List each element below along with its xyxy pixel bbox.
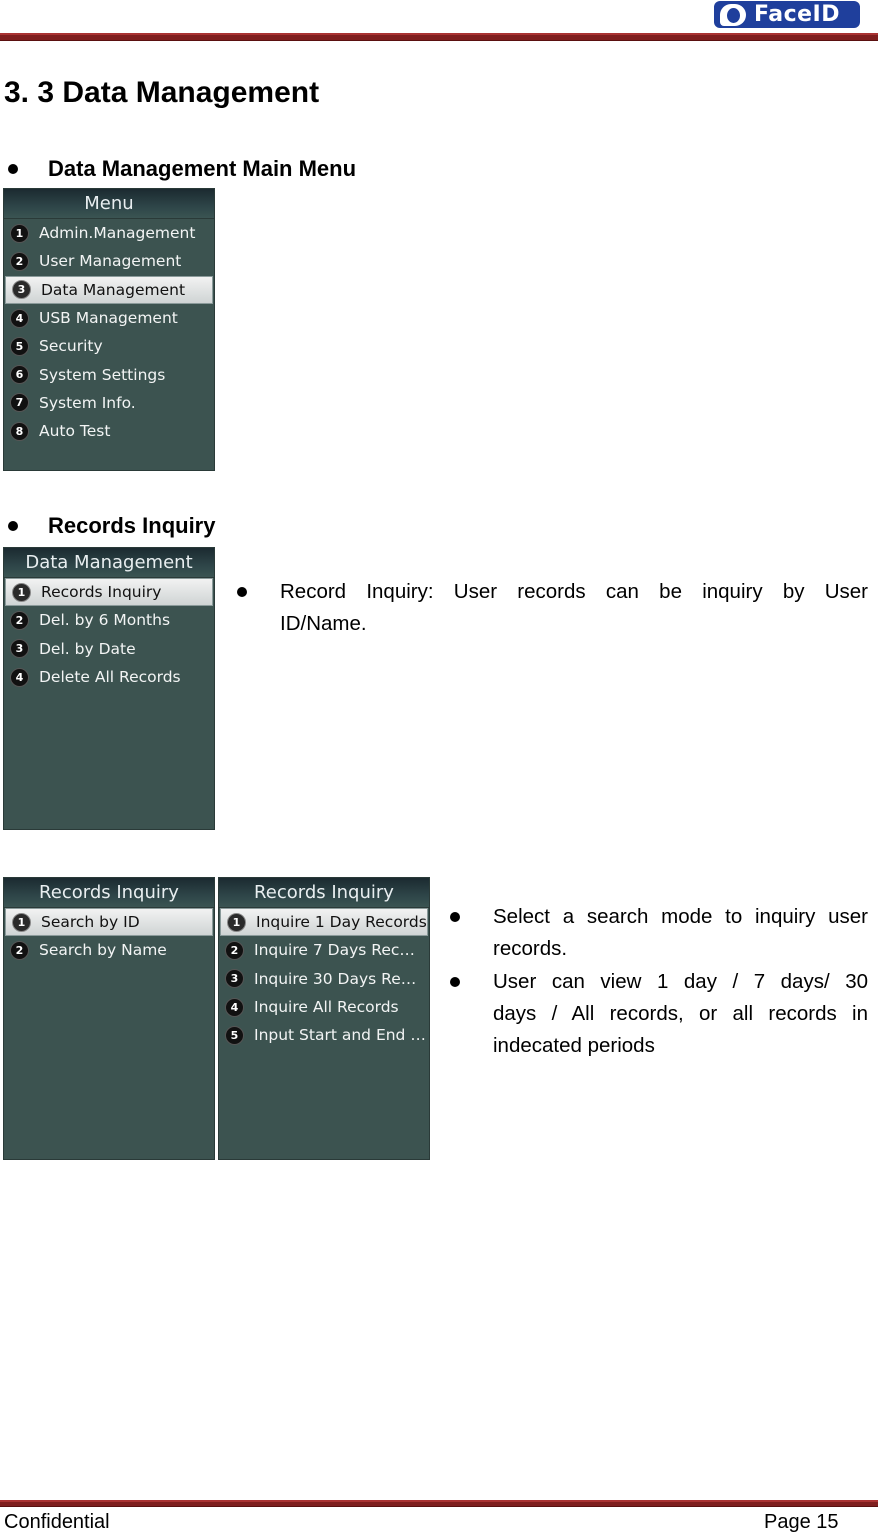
footer-confidential: Confidential <box>4 1511 110 1533</box>
menu-item-inquire-30-days[interactable]: 3 Inquire 30 Days Re… <box>219 965 429 993</box>
menu-item-label: Auto Test <box>39 422 111 441</box>
menu-item-label: User Management <box>39 252 182 271</box>
bullet-main-menu-label: Data Management Main Menu <box>48 156 357 181</box>
screen-title: Records Inquiry <box>4 878 214 908</box>
record-inquiry-description: Record Inquiry: User records can be inqu… <box>237 576 868 640</box>
menu-item-data-management[interactable]: 3 Data Management <box>5 275 213 304</box>
number-1-icon: 1 <box>10 223 29 243</box>
menu-item-search-by-name[interactable]: 2 Search by Name <box>4 936 214 964</box>
menu-item-inquire-1-day[interactable]: 1 Inquire 1 Day Records <box>220 908 428 937</box>
view-periods-description: User can view 1 day / 7 days/ 30 days / … <box>450 966 868 1062</box>
text-line: days / All records, or all records in <box>493 1002 868 1025</box>
number-8-icon: 8 <box>10 421 29 441</box>
number-4-icon: 4 <box>10 308 29 328</box>
menu-item-label: Search by Name <box>39 941 167 960</box>
number-1-icon: 1 <box>227 912 246 932</box>
bullet-icon <box>8 521 18 531</box>
search-mode-description: Select a search mode to inquiry user rec… <box>450 901 868 965</box>
menu-item-label: Data Management <box>41 280 186 299</box>
menu-item-records-inquiry[interactable]: 1 Records Inquiry <box>5 578 213 607</box>
menu-item-del-6-months[interactable]: 2 Del. by 6 Months <box>4 606 214 634</box>
bullet-main-menu: Data Management Main Menu <box>8 156 356 182</box>
number-7-icon: 7 <box>10 393 29 413</box>
menu-item-label: Inquire 30 Days Re… <box>254 969 417 988</box>
menu-item-inquire-all-records[interactable]: 4 Inquire All Records <box>219 993 429 1021</box>
menu-item-label: Records Inquiry <box>41 583 162 602</box>
menu-item-label: Delete All Records <box>39 668 181 687</box>
text-line: Select a search mode to inquiry user <box>493 905 868 928</box>
text-line: ID/Name. <box>280 612 367 635</box>
menu-item-search-by-id[interactable]: 1 Search by ID <box>5 908 213 937</box>
bullet-icon <box>237 587 247 597</box>
number-6-icon: 6 <box>10 365 29 385</box>
logo-text: FaceID <box>754 2 840 27</box>
page-number: Page 15 <box>764 1511 839 1533</box>
bullet-icon <box>8 164 18 174</box>
menu-item-user-management[interactable]: 2 User Management <box>4 247 214 275</box>
number-4-icon: 4 <box>225 997 244 1017</box>
menu-item-label: Inquire All Records <box>254 998 399 1017</box>
number-2-icon: 2 <box>225 940 244 960</box>
menu-item-label: Input Start and End … <box>254 1026 426 1045</box>
number-3-icon: 3 <box>10 639 29 659</box>
menu-item-inquire-7-days[interactable]: 2 Inquire 7 Days Rec… <box>219 936 429 964</box>
menu-item-del-by-date[interactable]: 3 Del. by Date <box>4 635 214 663</box>
menu-item-label: Del. by Date <box>39 639 136 658</box>
number-1-icon: 1 <box>12 582 31 602</box>
menu-item-auto-test[interactable]: 8 Auto Test <box>4 417 214 445</box>
number-1-icon: 1 <box>12 912 31 932</box>
screen-title: Menu <box>4 189 214 219</box>
menu-item-label: Inquire 1 Day Records <box>256 913 427 932</box>
number-3-icon: 3 <box>12 280 31 300</box>
menu-item-label: Del. by 6 Months <box>39 611 171 630</box>
menu-item-label: Inquire 7 Days Rec… <box>254 941 415 960</box>
menu-item-delete-all-records[interactable]: 4 Delete All Records <box>4 663 214 691</box>
number-5-icon: 5 <box>225 1025 244 1045</box>
number-2-icon: 2 <box>10 940 29 960</box>
bullet-records-inquiry-label: Records Inquiry <box>48 513 216 538</box>
bullet-records-inquiry: Records Inquiry <box>8 513 215 539</box>
faceid-logo: FaceID <box>714 1 860 28</box>
menu-item-label: USB Management <box>39 309 178 328</box>
menu-item-system-info[interactable]: 7 System Info. <box>4 389 214 417</box>
menu-item-system-settings[interactable]: 6 System Settings <box>4 360 214 388</box>
text-line: indecated periods <box>493 1034 655 1057</box>
records-inquiry-period-screen: Records Inquiry 1 Inquire 1 Day Records 2… <box>218 877 430 1160</box>
menu-item-security[interactable]: 5 Security <box>4 332 214 360</box>
number-2-icon: 2 <box>10 251 29 271</box>
menu-item-label: System Info. <box>39 393 136 412</box>
text-line: User can view 1 day / 7 days/ 30 <box>493 970 868 993</box>
text-line: records. <box>493 937 568 960</box>
number-5-icon: 5 <box>10 336 29 356</box>
menu-item-input-start-end[interactable]: 5 Input Start and End … <box>219 1021 429 1049</box>
menu-item-label: Search by ID <box>41 913 140 932</box>
menu-item-label: Security <box>39 337 103 356</box>
menu-item-usb-management[interactable]: 4 USB Management <box>4 304 214 332</box>
number-4-icon: 4 <box>10 667 29 687</box>
footer-rule <box>0 1500 878 1507</box>
menu-item-label: System Settings <box>39 365 166 384</box>
number-3-icon: 3 <box>225 969 244 989</box>
bullet-icon <box>450 912 460 922</box>
bullet-icon <box>450 977 460 987</box>
screen-title: Data Management <box>4 548 214 578</box>
header-rule <box>0 33 878 41</box>
text-line: Record Inquiry: User records can be inqu… <box>280 580 868 603</box>
face-logo-icon <box>720 3 746 26</box>
menu-item-label: Admin.Management <box>39 224 196 243</box>
section-title: 3. 3 Data Management <box>4 76 320 109</box>
menu-item-admin-management[interactable]: 1 Admin.Management <box>4 219 214 247</box>
number-2-icon: 2 <box>10 610 29 630</box>
records-inquiry-search-screen: Records Inquiry 1 Search by ID 2 Search by… <box>3 877 215 1160</box>
screen-title: Records Inquiry <box>219 878 429 908</box>
